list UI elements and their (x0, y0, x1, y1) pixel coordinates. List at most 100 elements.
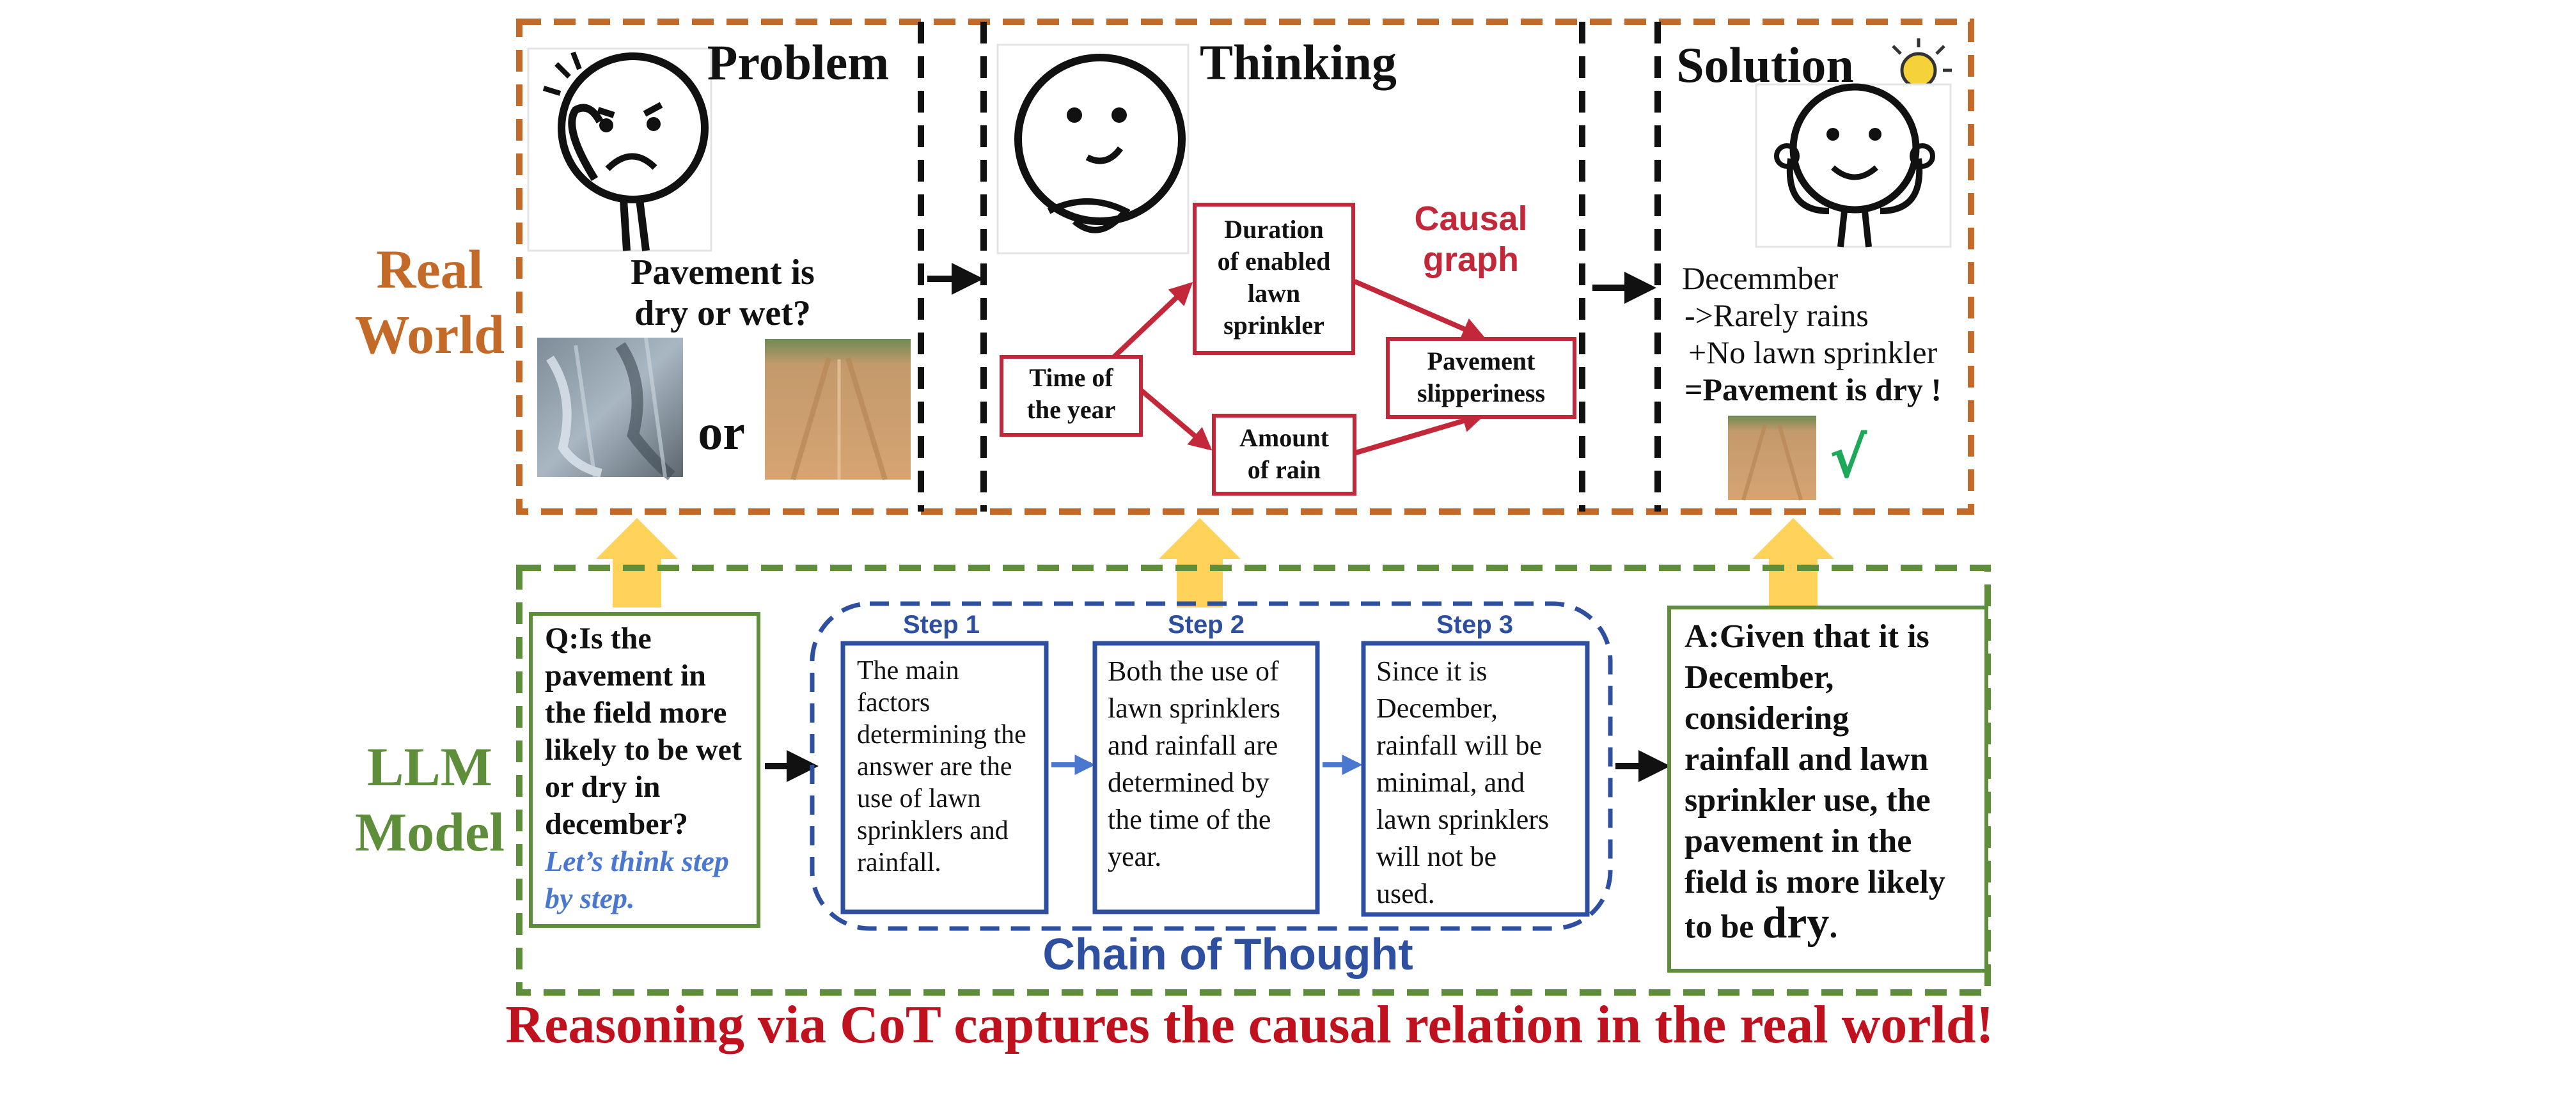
svg-text:use of lawn: use of lawn (857, 784, 981, 813)
real-world-label: Real World (355, 239, 505, 365)
svg-text:dry or wet?: dry or wet? (634, 294, 811, 333)
step-2: Step 2 Both the use of lawn sprinklers a… (1092, 611, 1320, 914)
svg-text:Pavement is: Pavement is (631, 253, 815, 292)
svg-text:World: World (355, 304, 505, 365)
llm-model-label: LLM Model (355, 736, 505, 863)
causal-graph: Time of the year Duration of enabled law… (1000, 203, 1576, 496)
svg-text:slipperiness: slipperiness (1417, 379, 1545, 407)
real-world-frame (516, 19, 1974, 515)
step-3-label: Step 3 (1436, 611, 1513, 639)
up-arrow-1 (596, 518, 678, 607)
svg-text:pavement in: pavement in (545, 659, 706, 693)
svg-text:factors: factors (857, 688, 930, 717)
or-text: or (698, 404, 745, 460)
svg-text:of enabled: of enabled (1218, 247, 1331, 276)
svg-text:considering: considering (1685, 700, 1849, 737)
svg-text:=Pavement is dry !: =Pavement is dry ! (1685, 372, 1942, 407)
svg-text:or dry in: or dry in (545, 770, 660, 804)
up-arrow-3 (1752, 518, 1834, 607)
svg-text:Both the use of: Both the use of (1108, 655, 1279, 687)
cot-container (810, 601, 1613, 931)
svg-text:of rain: of rain (1248, 455, 1321, 484)
dry-pavement-image (765, 339, 911, 481)
svg-text:rainfall will be: rainfall will be (1376, 730, 1542, 761)
edge-rain-pavement (1355, 409, 1486, 455)
svg-text:determined by: determined by (1108, 767, 1269, 798)
problem-title: Problem (707, 35, 890, 90)
svg-text:by step.: by step. (545, 882, 635, 914)
conclusion-text: Reasoning via CoT captures the causal re… (505, 995, 1993, 1054)
svg-text:Duration: Duration (1224, 215, 1324, 244)
question-box: Q:Is the pavement in the field more like… (529, 612, 760, 928)
svg-text:lawn: lawn (1248, 279, 1300, 308)
node-amount-of-rain: Amount of rain (1212, 414, 1356, 496)
svg-text:Q:Is the: Q:Is the (545, 622, 652, 655)
causal-graph-label: Causal graph (1414, 200, 1527, 279)
think-step-hint: Let’s think step by step. (544, 845, 729, 914)
check-mark-icon: √ (1830, 425, 1867, 490)
svg-text:LLM: LLM (367, 736, 492, 797)
svg-text:Causal: Causal (1414, 200, 1527, 238)
svg-text:the field more: the field more (545, 696, 726, 730)
svg-text:rainfall and lawn: rainfall and lawn (1685, 741, 1928, 778)
svg-text:Real: Real (376, 239, 483, 300)
svg-text:December,: December, (1685, 659, 1834, 696)
step-1-label: Step 1 (903, 611, 980, 639)
node-time-of-year: Time of the year (1000, 355, 1143, 437)
svg-text:+No lawn sprinkler: +No lawn sprinkler (1688, 334, 1938, 370)
edge-duration-pavement (1353, 279, 1486, 340)
svg-text:Since it is: Since it is (1376, 655, 1488, 687)
problem-question: Pavement is dry or wet? (631, 253, 815, 333)
thinking-title: Thinking (1200, 35, 1397, 90)
svg-text:likely to be wet: likely to be wet (545, 733, 742, 767)
step-2-label: Step 2 (1168, 611, 1245, 639)
step-1: Step 1 The main factors determining the … (840, 611, 1049, 914)
svg-text:and rainfall are: and rainfall are (1108, 730, 1278, 761)
svg-text:rainfall.: rainfall. (857, 848, 941, 877)
svg-text:the year: the year (1027, 395, 1116, 424)
svg-text:The main: The main (857, 656, 959, 686)
svg-text:graph: graph (1423, 240, 1519, 279)
llm-model-frame (516, 565, 1991, 996)
svg-text:Pavement: Pavement (1427, 347, 1536, 375)
svg-text:determining the: determining the (857, 720, 1026, 749)
svg-text:lawn sprinklers: lawn sprinklers (1376, 804, 1549, 835)
node-duration-sprinkler: Duration of enabled lawn sprinkler (1193, 203, 1355, 355)
svg-text:sprinkler use, the: sprinkler use, the (1685, 782, 1931, 819)
wet-pavement-image (537, 337, 683, 481)
smiling-stickman-icon (996, 43, 1190, 255)
svg-text:lawn sprinklers: lawn sprinklers (1108, 693, 1280, 724)
svg-text:the time of the: the time of the (1108, 804, 1271, 835)
solution-text: Decemmber ->Rarely rains +No lawn sprink… (1682, 260, 1942, 407)
svg-text:Decemmber: Decemmber (1682, 260, 1839, 296)
up-arrow-2 (1159, 518, 1241, 607)
svg-text:Let’s think step: Let’s think step (544, 845, 729, 877)
svg-text:used.: used. (1376, 878, 1435, 909)
answer-box: A:Given that it is December, considering… (1667, 606, 1988, 973)
happy-stickman-icon (1755, 83, 1952, 248)
svg-text:pavement in the: pavement in the (1685, 823, 1912, 859)
svg-text:sprinkler: sprinkler (1223, 311, 1324, 340)
svg-text:december?: december? (545, 807, 688, 841)
svg-text:A:Given that it is: A:Given that it is (1685, 618, 1929, 655)
svg-text:field is more likely: field is more likely (1685, 864, 1945, 900)
confused-stickman-icon (527, 47, 712, 252)
svg-text:December,: December, (1376, 693, 1498, 724)
svg-text:Time of: Time of (1029, 363, 1113, 392)
chain-of-thought-label: Chain of Thought (1042, 929, 1413, 979)
svg-text:year.: year. (1108, 841, 1161, 872)
svg-text:sprinklers and: sprinklers and (857, 816, 1009, 845)
svg-text:Model: Model (355, 801, 505, 863)
svg-text:Amount: Amount (1239, 423, 1330, 452)
solution-dry-pavement-image (1728, 416, 1816, 501)
svg-text:answer are the: answer are the (857, 752, 1012, 781)
edge-time-rain (1139, 388, 1213, 451)
svg-text:to be dry.: to be dry. (1685, 898, 1837, 948)
svg-text:will not be: will not be (1376, 841, 1496, 872)
svg-text:minimal, and: minimal, and (1376, 767, 1525, 798)
svg-text:->Rarely rains: ->Rarely rains (1685, 297, 1869, 333)
edge-time-duration (1112, 282, 1193, 359)
node-pavement-slipperiness: Pavement slipperiness (1386, 337, 1576, 419)
step-3: Step 3 Since it is December, rainfall wi… (1361, 611, 1590, 917)
